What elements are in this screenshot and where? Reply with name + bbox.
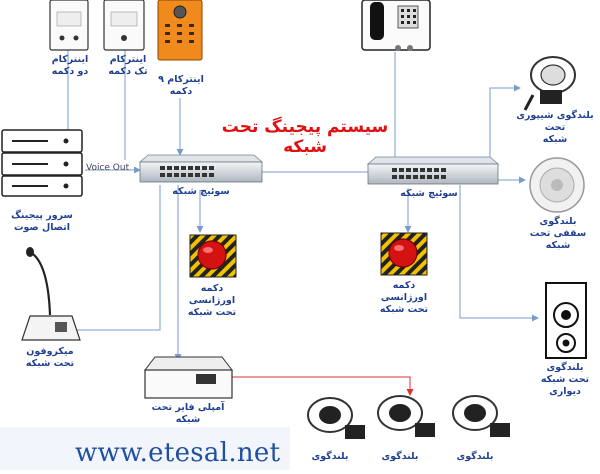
network-microphone-device: [21, 247, 81, 341]
ceiling-speaker-device: [529, 157, 585, 213]
horn-speaker-label: بلندگوی شیپوری تحت شبکه: [516, 110, 594, 145]
emergency-left-label: دکمه اورژانسی تحت شبکه: [187, 283, 237, 318]
switch-right-label: سوئیچ شبکه: [400, 188, 458, 199]
server-label: سرور پیجینگ اتصال صوت: [11, 210, 73, 233]
voice-out-label: Voice Out: [86, 163, 130, 173]
bottom-speaker-3: [452, 395, 510, 437]
network-switch-left: [138, 154, 264, 183]
bottom-speaker-1-label: بلندگوی: [311, 451, 349, 462]
bottom-speaker-3-label: بلندگوی: [456, 451, 494, 462]
switch-left-label: سوئیچ شبکه: [172, 186, 230, 197]
intercom-one-button-device: [103, 0, 145, 51]
emergency-button-right: [380, 232, 428, 276]
microphone-label: میکروفون تحت شبکه: [25, 346, 75, 369]
intercom-nine-button-label: اینترکام ۹ دکمه: [158, 74, 204, 97]
intercom-two-button-device: [49, 0, 89, 51]
network-switch-right: [366, 156, 500, 185]
intercom-two-button-label: اینترکام دو دکمه: [51, 54, 89, 77]
wall-phone-device: [361, 0, 431, 51]
connection-lines: [60, 50, 539, 361]
diagram-title: سیستم پیجینگ تحت شبکه: [221, 117, 389, 157]
horn-speaker-device: [523, 56, 576, 111]
website-url[interactable]: www.etesal.net: [75, 438, 281, 468]
network-amplifier-device: [143, 356, 234, 399]
ceiling-speaker-label: بلندگوی سقفی تحت شبکه: [529, 216, 587, 251]
bottom-speaker-1: [307, 397, 365, 439]
emergency-right-label: دکمه اورژانسی تحت شبکه: [379, 280, 429, 315]
amplifier-label: آمپلی فایر تحت شبکه: [151, 402, 225, 425]
intercom-nine-button-device: [157, 0, 203, 61]
amp-to-speakers-link: [232, 376, 414, 396]
bottom-speaker-2-label: بلندگوی: [381, 451, 419, 462]
intercom-one-button-label: اینترکام تک دکمه: [108, 54, 148, 77]
wall-speaker-device: [545, 282, 587, 359]
wall-speaker-label: بلندگوی تحت شبکه دیواری: [540, 362, 590, 397]
emergency-button-left: [189, 234, 237, 278]
website-banner: [0, 427, 290, 470]
paging-server-device: [1, 129, 83, 197]
bottom-speaker-2: [377, 395, 435, 437]
